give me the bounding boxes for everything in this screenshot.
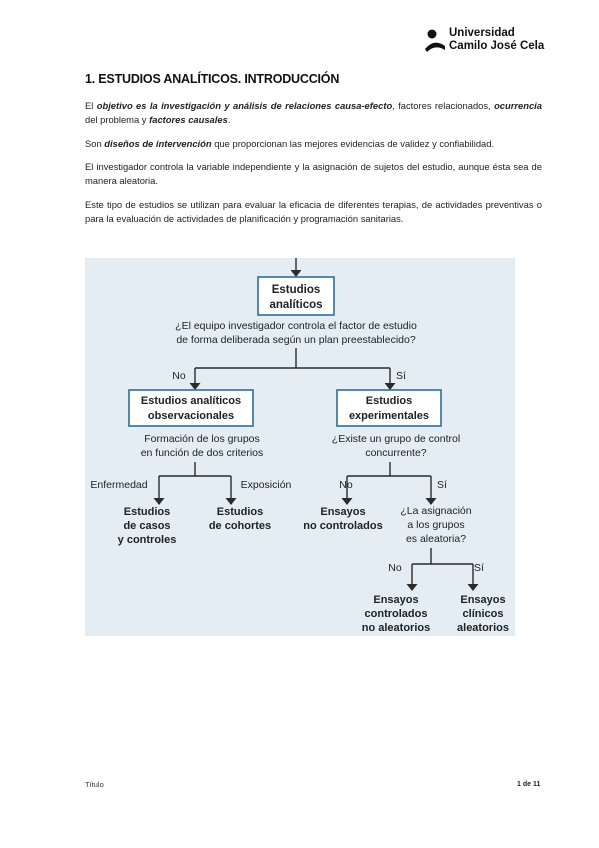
text-run: El xyxy=(85,100,97,111)
paragraph-designs: Son diseños de intervención que proporci… xyxy=(85,137,542,151)
formation-line-2: en función de dos criterios xyxy=(141,447,264,459)
observational-label-2: observacionales xyxy=(148,410,234,422)
flowchart-figure: Sí Estudios analíticos ¿El equipo invest… xyxy=(85,258,515,636)
nonrandom-trials-label-2: controlados xyxy=(365,608,428,620)
uncontrolled-trials-label-1: Ensayos xyxy=(320,506,365,518)
root-box xyxy=(257,276,335,316)
flowchart-diagram: Sí Estudios analíticos ¿El equipo invest… xyxy=(90,258,509,634)
emphasis-objective: objetivo es la investigación y análisis … xyxy=(96,100,393,111)
nonrandom-trials-label-1: Ensayos xyxy=(373,594,418,606)
rct-label-3: aleatorios xyxy=(457,622,509,634)
root-label-2: analíticos xyxy=(269,299,322,311)
page-number: 1 de 11 xyxy=(517,781,541,788)
disease-label: Enfermedad xyxy=(90,479,147,491)
case-control-label-2: de casos xyxy=(123,520,170,532)
footer-title: Título xyxy=(85,780,104,789)
text-run: , factores relacionados, xyxy=(392,100,495,111)
text-run: del problema y xyxy=(85,114,150,125)
logo-mark-icon xyxy=(425,29,445,52)
cohort-label-1: Estudios xyxy=(217,506,263,518)
uncontrolled-trials-label-2: no controlados xyxy=(303,520,382,532)
question-3-line-1: ¿La asignación xyxy=(400,505,471,517)
cohort-label-2: de cohortes xyxy=(209,520,271,532)
paragraph-objective: El objetivo es la investigación y anális… xyxy=(85,99,542,127)
emphasis-occurrence: ocurrencia xyxy=(494,100,542,111)
logo-text: Universidad Camilo José Cela xyxy=(449,27,544,53)
rct-label-1: Ensayos xyxy=(460,594,505,606)
question-3-line-2: a los grupos xyxy=(407,519,464,531)
text-run: Son xyxy=(85,138,105,149)
no-2-label: No xyxy=(339,479,353,491)
question-1-line-1: ¿El equipo investigador controla el fact… xyxy=(175,320,417,332)
observational-box xyxy=(128,389,254,427)
text-run: . xyxy=(227,114,231,125)
no-label: No xyxy=(172,370,186,382)
observational-label-1: Estudios analíticos xyxy=(141,395,241,407)
case-control-label-1: Estudios xyxy=(124,506,170,518)
formation-line-1: Formación de los grupos xyxy=(144,433,260,445)
rct-label-2: clínicos xyxy=(463,608,504,620)
logo-line-2: Camilo José Cela xyxy=(449,40,545,52)
top-edge-label: Sí xyxy=(299,258,308,259)
question-1-line-2: de forma deliberada según un plan preest… xyxy=(176,334,415,346)
section-title: 1. ESTUDIOS ANALÍTICOS. INTRODUCCIÓN xyxy=(85,72,340,86)
experimental-label-1: Estudios xyxy=(366,395,412,407)
question-3-line-3: es aleatoria? xyxy=(406,533,466,545)
exposure-label: Exposición xyxy=(241,479,292,491)
paragraph-uses: Este tipo de estudios se utilizan para e… xyxy=(85,199,542,224)
si-label: Sí xyxy=(396,370,406,382)
experimental-label-2: experimentales xyxy=(349,410,429,422)
experimental-box xyxy=(336,389,442,427)
paragraph-control: El investigador controla la variable ind… xyxy=(85,161,542,186)
no-3-label: No xyxy=(388,562,402,574)
nonrandom-trials-label-3: no aleatorios xyxy=(362,622,430,634)
root-label-1: Estudios xyxy=(272,284,321,296)
university-logo: Universidad Camilo José Cela xyxy=(425,24,550,58)
question-2-line-1: ¿Existe un grupo de control xyxy=(332,433,460,445)
si-3-label: Sí xyxy=(474,562,484,574)
emphasis-causal-factors: factores causales xyxy=(149,114,228,125)
question-2-line-2: concurrente? xyxy=(365,447,426,459)
text-run: que proporcionan las mejores evidencias … xyxy=(211,138,495,149)
logo-line-1: Universidad xyxy=(449,27,515,39)
emphasis-intervention-designs: diseños de intervención xyxy=(104,138,212,149)
case-control-label-3: y controles xyxy=(118,534,177,546)
si-2-label: Sí xyxy=(437,479,447,491)
